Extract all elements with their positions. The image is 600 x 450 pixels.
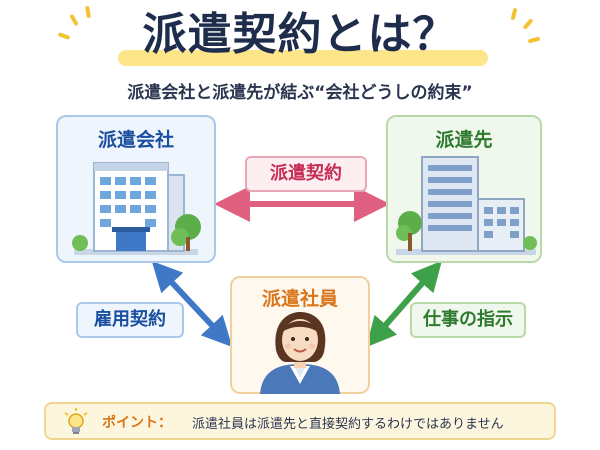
hakensaki-card: 派遣先: [386, 115, 542, 263]
koyo-keiyaku-arrow: [151, 261, 233, 347]
haken-kaisha-card: 派遣会社: [56, 115, 216, 263]
office-building-icon: [72, 162, 201, 255]
title-highlight: [118, 50, 488, 66]
shigoto-shiji-arrow: [366, 260, 442, 348]
point-label: ポイント：: [102, 415, 172, 431]
haken-shain-card: 派遣社員: [230, 276, 370, 394]
haken-keiyaku-label: 派遣契約: [245, 156, 367, 192]
title-area: 派遣契約とは？: [0, 4, 600, 68]
company-building-icon: [396, 156, 537, 255]
hakensaki-label: 派遣先: [435, 129, 493, 151]
haken-shain-label: 派遣社員: [261, 288, 338, 310]
lightbulb-icon: [64, 408, 88, 434]
koyo-keiyaku-label: 雇用契約: [76, 302, 184, 338]
shigoto-shiji-label: 仕事の指示: [410, 302, 526, 338]
subtitle: 派遣会社と派遣先が結ぶ“会社どうしの約束”: [127, 83, 473, 103]
haken-kaisha-label: 派遣会社: [97, 129, 174, 151]
point-note: ポイント： 派遣社員は派遣先と直接契約するわけではありません: [44, 402, 556, 440]
point-text: 派遣社員は派遣先と直接契約するわけではありません: [192, 417, 504, 432]
employee-avatar-icon: [260, 312, 340, 394]
page-title: 派遣契約とは？: [142, 9, 458, 60]
